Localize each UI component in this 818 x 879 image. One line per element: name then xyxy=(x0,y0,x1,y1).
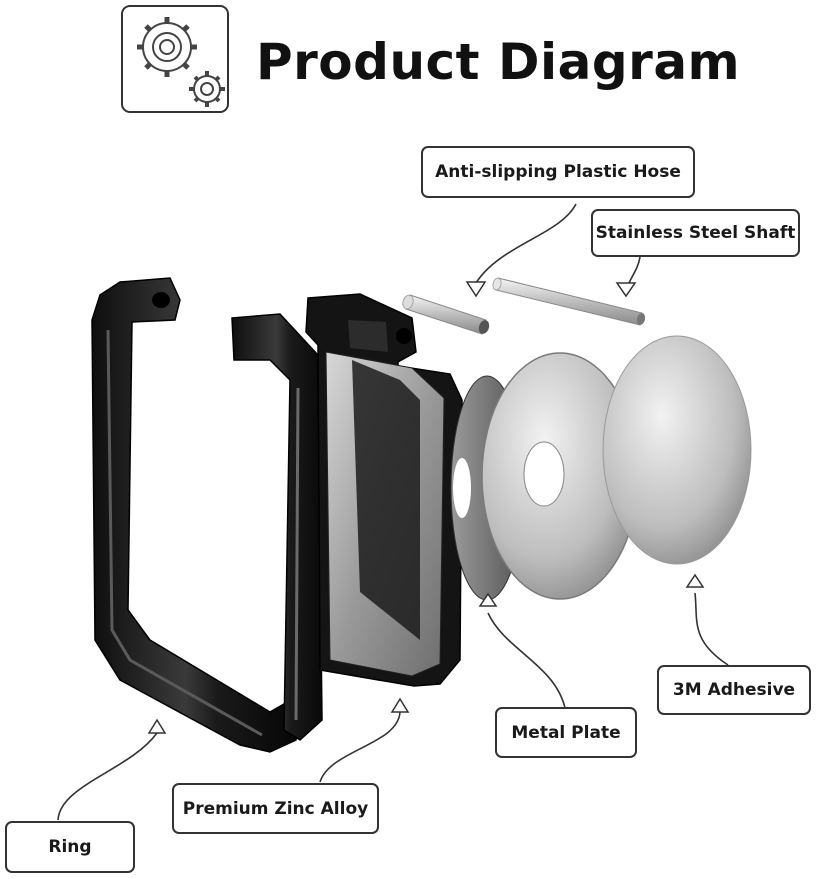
callout-plastic-hose: Anti-slipping Plastic Hose xyxy=(421,146,695,198)
callout-steel-shaft: Stainless Steel Shaft xyxy=(591,209,800,257)
callout-zinc-alloy: Premium Zinc Alloy xyxy=(172,783,379,834)
gears-icon xyxy=(121,5,229,113)
adhesive-disc xyxy=(602,335,752,565)
ring-part xyxy=(91,277,332,753)
callout-3m-adhesive: 3M Adhesive xyxy=(657,665,811,715)
callout-metal-plate: Metal Plate xyxy=(495,707,637,758)
plastic-hose xyxy=(402,294,490,335)
arrowheads xyxy=(147,281,705,734)
silver-washer xyxy=(481,352,639,600)
steel-shaft xyxy=(492,277,646,326)
page-title: Product Diagram xyxy=(256,33,741,91)
callout-ring: Ring xyxy=(5,821,135,873)
zinc-alloy-body xyxy=(305,293,463,687)
leader-lines xyxy=(57,203,729,821)
